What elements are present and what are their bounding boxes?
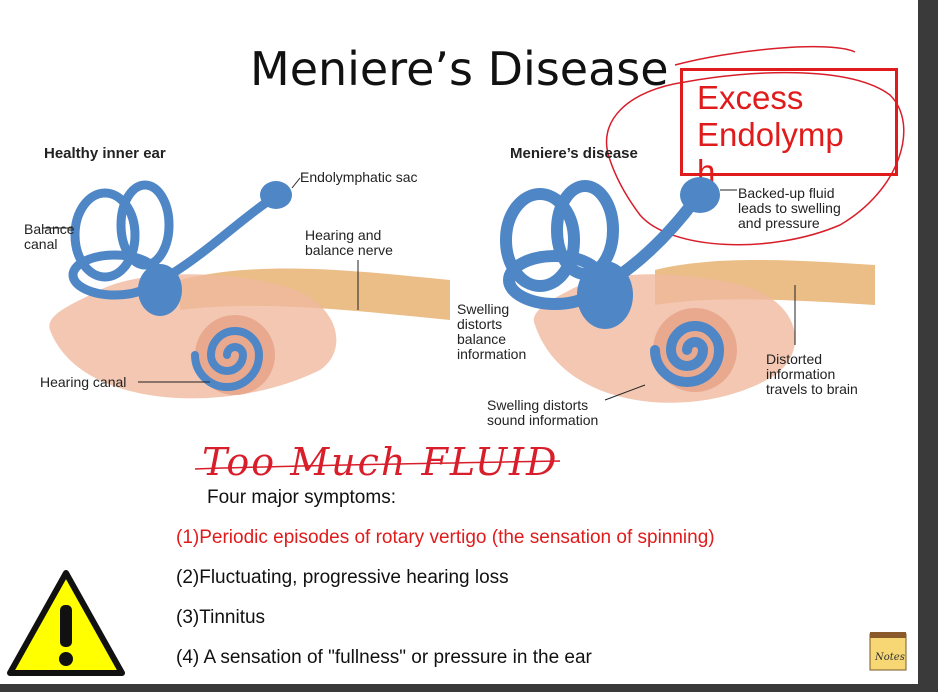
label-hearing-balance-nerve: Hearing and balance nerve [305, 227, 393, 258]
label-swelling-sound: Swelling distorts sound information [487, 397, 599, 428]
healthy-inner-ear-illustration [42, 177, 450, 399]
slide-canvas: Meniere’s Disease Excess Endolymp h Heal… [7, 42, 908, 676]
label-hearing-canal: Hearing canal [40, 374, 127, 390]
right-window-bar [918, 0, 938, 692]
label-distorted-information: Distorted information travels to brain [766, 351, 858, 397]
healthy-ear-heading: Healthy inner ear [44, 145, 166, 162]
label-endolymphatic-sac: Endolymphatic sac [300, 169, 418, 185]
symptom-1: (1)Periodic episodes of rotary vertigo (… [176, 527, 715, 548]
label-backed-up-fluid: Backed-up fluid leads to swelling and pr… [738, 185, 841, 231]
symptoms-intro: Four major symptoms: [207, 487, 396, 508]
label-swelling-balance: Swelling distorts balance information [457, 301, 527, 362]
handwritten-underline [194, 460, 561, 470]
callout-line-1: Excess [697, 79, 804, 116]
bottom-window-bar [0, 684, 938, 692]
symptom-2: (2)Fluctuating, progressive hearing loss [176, 567, 509, 588]
symptom-3: (3)Tinnitus [176, 607, 266, 628]
meniere-ear-heading: Meniere’s disease [510, 145, 638, 162]
hand-drawn-circle [605, 45, 905, 246]
slide-title: Meniere’s Disease [250, 42, 669, 96]
meniere-inner-ear-illustration [500, 177, 875, 403]
warning-icon [7, 570, 125, 676]
notes-icon-label: Notes [874, 652, 905, 663]
callout-line-2: Endolymp [697, 116, 844, 153]
notes-icon[interactable]: Notes [868, 630, 908, 672]
symptom-4: (4) A sensation of "fullness" or pressur… [176, 647, 592, 668]
label-balance-canal: Balance canal [24, 221, 75, 252]
